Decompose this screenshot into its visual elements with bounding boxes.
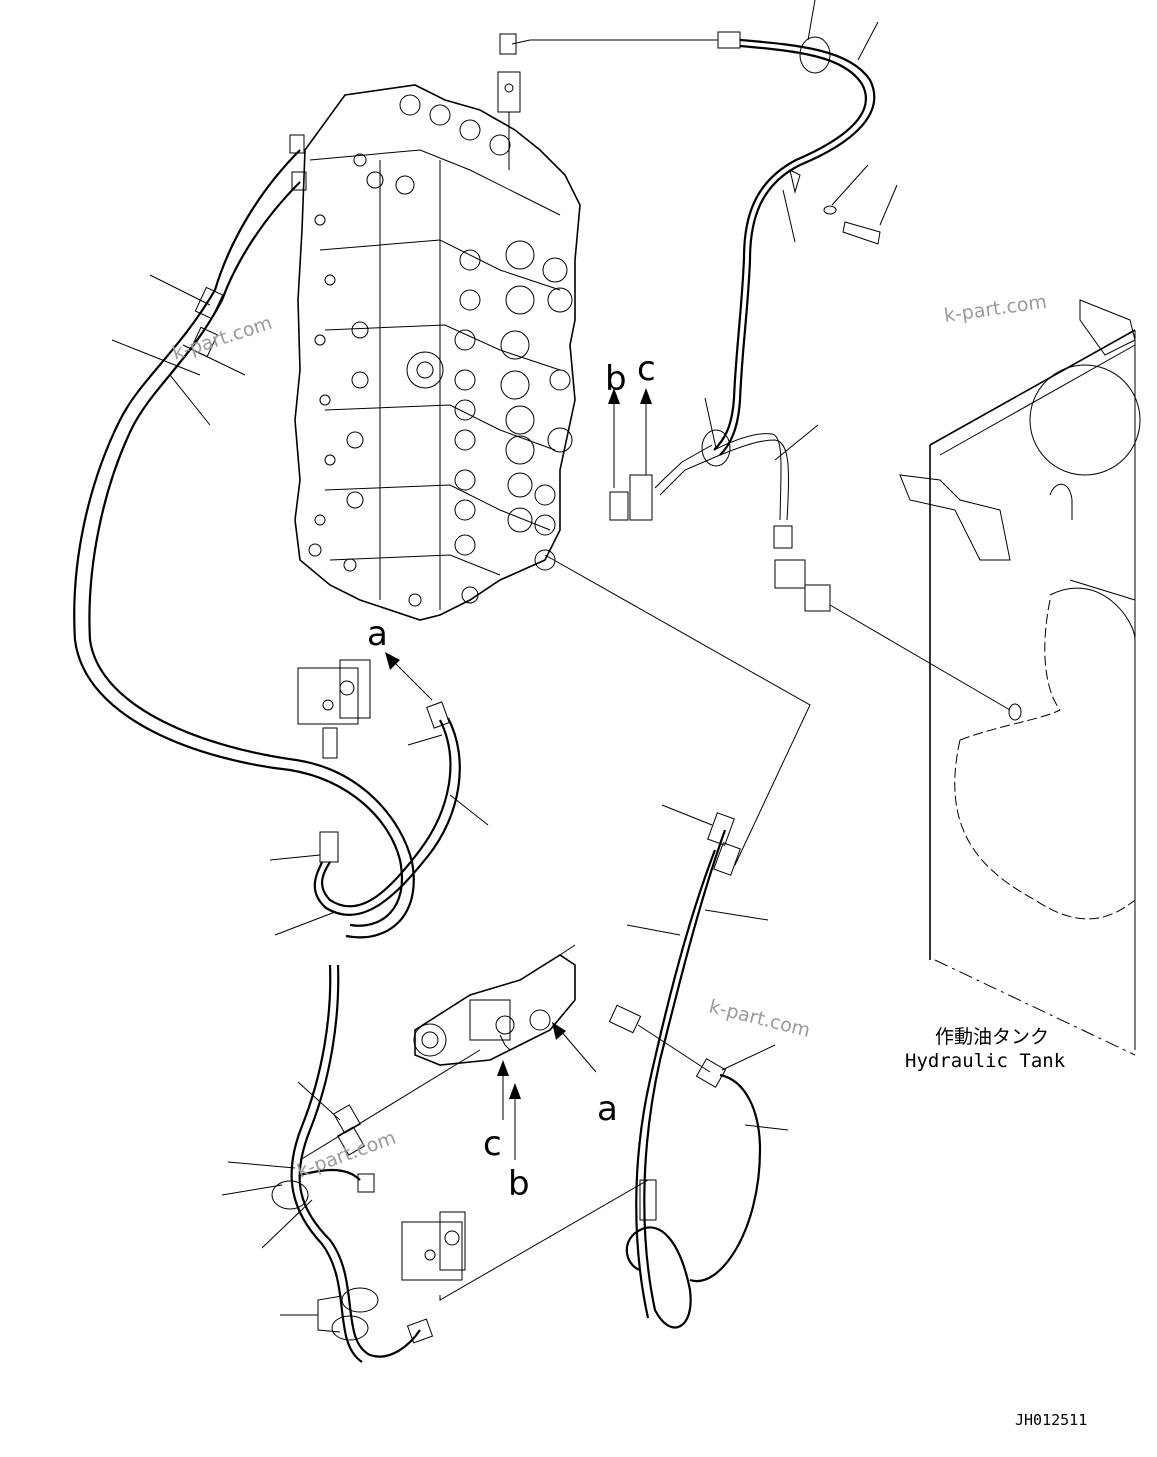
callout-letter-c-top: c [637,349,656,389]
valve-spools [308,94,573,607]
main-control-valve [294,84,581,621]
hydraulic-tank: 作動油タンク Hydraulic Tank [899,299,1141,1072]
top-pilot-hose [497,31,1022,721]
callout-letter-b-top: b [605,359,627,399]
left-hoses [73,134,415,939]
callout-letter-a-top: a [367,614,388,654]
lower-left-hoses [271,964,466,1363]
watermark-3: k-part.com [707,996,813,1042]
tank-label-jp: 作動油タンク [935,1026,1049,1048]
tank-label-en: Hydraulic Tank [905,1050,1066,1072]
lower-valve-block [299,944,576,1161]
callout-letter-c-bottom: c [483,1124,502,1164]
watermark-1: k-part.com [170,312,275,365]
callout-letter-a-bottom: a [597,1089,618,1129]
center-hose [297,659,461,916]
drawing-code: JH012511 [1015,1411,1087,1429]
watermark-4: k-part.com [294,1127,399,1183]
callout-letter-b-bottom: b [508,1164,530,1204]
right-center-hoses [439,554,811,1329]
callout-arrows [385,388,652,1160]
watermark-2: k-part.com [943,291,1049,327]
leader-lines [111,0,898,1333]
